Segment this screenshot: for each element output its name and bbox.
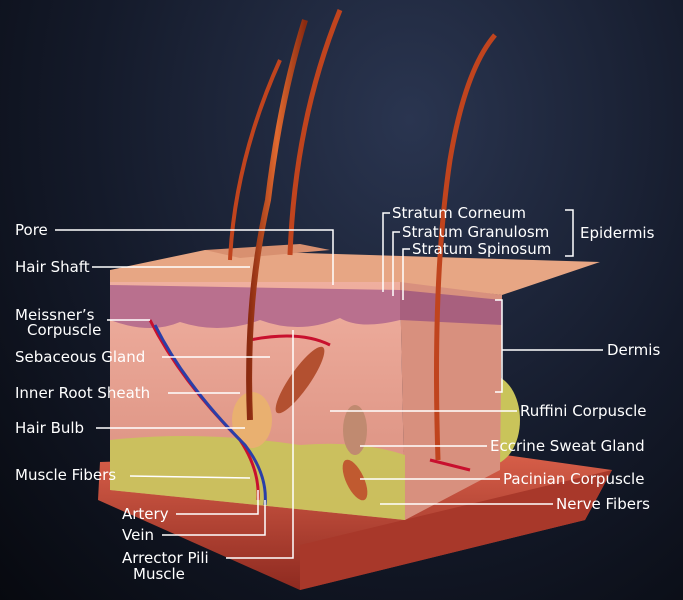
label-epidermis: Epidermis [580, 224, 655, 242]
label-artery: Artery [122, 505, 169, 523]
label-sebaceous-gland: Sebaceous Gland [15, 348, 146, 366]
label-nerve-fibers: Nerve Fibers [556, 495, 650, 513]
label-muscle-fibers: Muscle Fibers [15, 466, 117, 484]
label-stratum-granulosm: Stratum Granulosm [402, 223, 550, 241]
label-eccrine-sweat-gland: Eccrine Sweat Gland [490, 437, 645, 455]
label-arrector-pili: Arrector Pili [122, 549, 209, 567]
label-dermis: Dermis [607, 341, 661, 359]
label-meissner-2: Corpuscle [27, 321, 102, 339]
epidermis-band [110, 285, 400, 329]
hair-4 [434, 33, 497, 461]
label-hair-shaft: Hair Shaft [15, 258, 90, 276]
label-arrector-pili-2: Muscle [133, 565, 185, 583]
top-face [110, 250, 600, 295]
hair-3 [287, 9, 343, 256]
vein-vessel [153, 324, 267, 506]
label-stratum-spinosum: Stratum Spinosum [412, 240, 552, 258]
label-ruffini-corpuscle: Ruffini Corpuscle [520, 402, 647, 420]
label-vein: Vein [122, 526, 154, 544]
hair-2 [228, 59, 282, 261]
label-inner-root-sheath: Inner Root Sheath [15, 384, 151, 402]
hair-1 [246, 19, 308, 421]
label-stratum-corneum: Stratum Corneum [392, 204, 526, 222]
right-face [400, 280, 502, 520]
leader-lines [55, 209, 603, 559]
hair-bulb-shape [232, 392, 272, 448]
label-pacinian-corpuscle: Pacinian Corpuscle [503, 470, 645, 488]
label-pore: Pore [15, 221, 48, 239]
label-hair-bulb: Hair Bulb [15, 419, 85, 437]
label-meissner: Meissner’s [15, 306, 95, 324]
